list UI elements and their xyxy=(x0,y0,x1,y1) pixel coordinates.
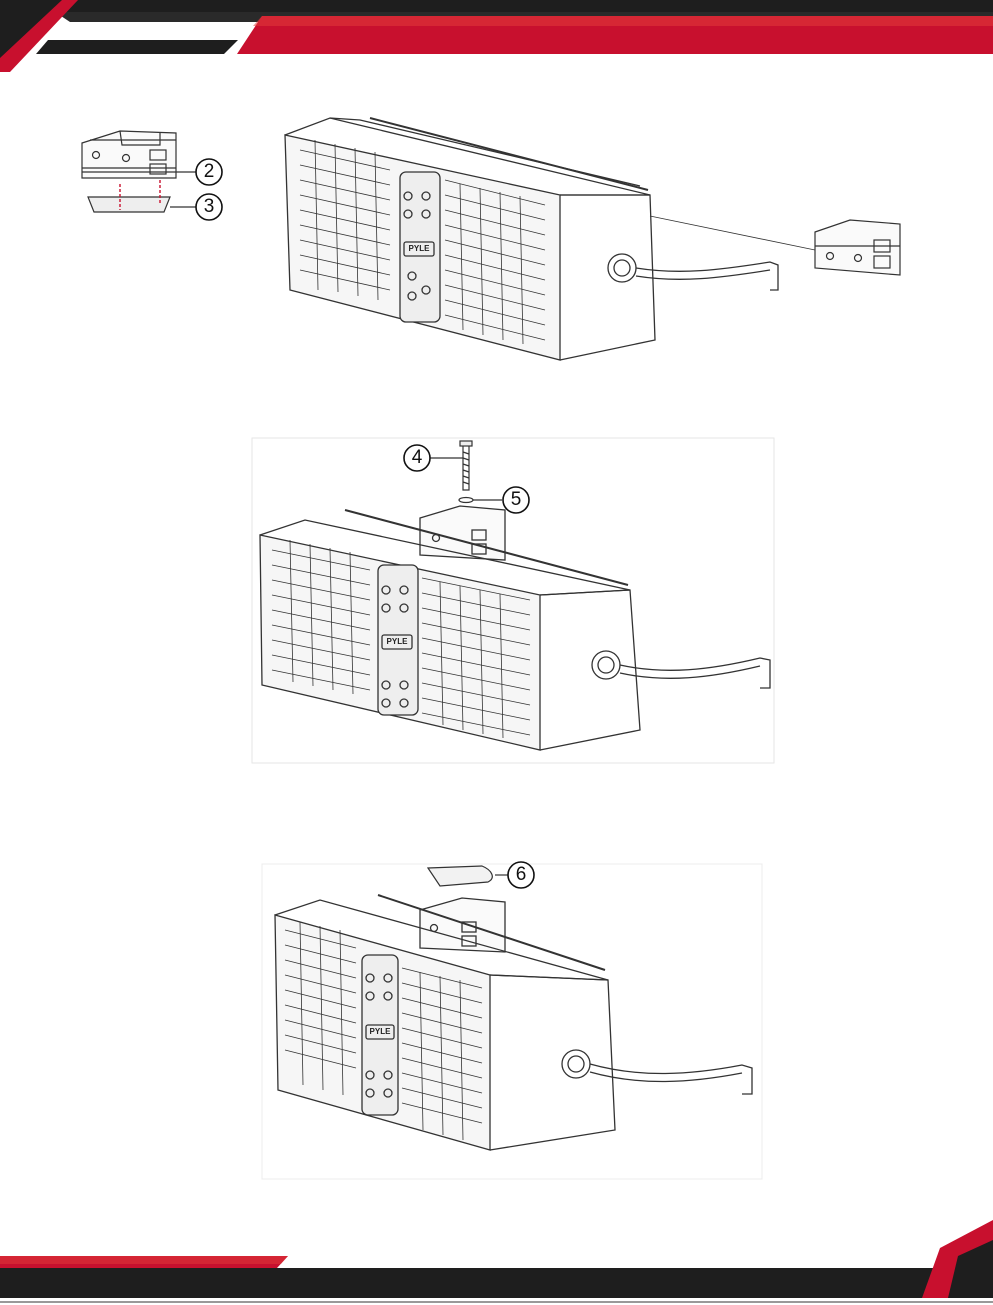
washer xyxy=(459,498,502,503)
light-unit-2 xyxy=(260,506,770,750)
light-unit-1 xyxy=(285,118,778,360)
screw xyxy=(430,441,472,490)
bracket-detail xyxy=(82,131,176,178)
unit-badge-1: PYLE xyxy=(404,242,434,256)
unit-badge-3: PYLE xyxy=(366,1025,394,1039)
callout-label-2: 2 xyxy=(196,160,222,184)
callout-label-6: 6 xyxy=(508,863,534,887)
figure-step-2 xyxy=(0,420,993,820)
figure-step-1 xyxy=(0,0,993,400)
unit-badge-2: PYLE xyxy=(382,635,412,649)
bracket-right xyxy=(650,216,900,275)
adhesive-strip xyxy=(428,866,508,886)
callout-label-5: 5 xyxy=(503,488,529,512)
light-unit-3 xyxy=(275,895,752,1150)
adhesive-pad xyxy=(88,180,170,212)
figure-step-3 xyxy=(0,850,993,1190)
callout-label-4: 4 xyxy=(404,446,430,470)
callout-label-3: 3 xyxy=(196,195,222,219)
